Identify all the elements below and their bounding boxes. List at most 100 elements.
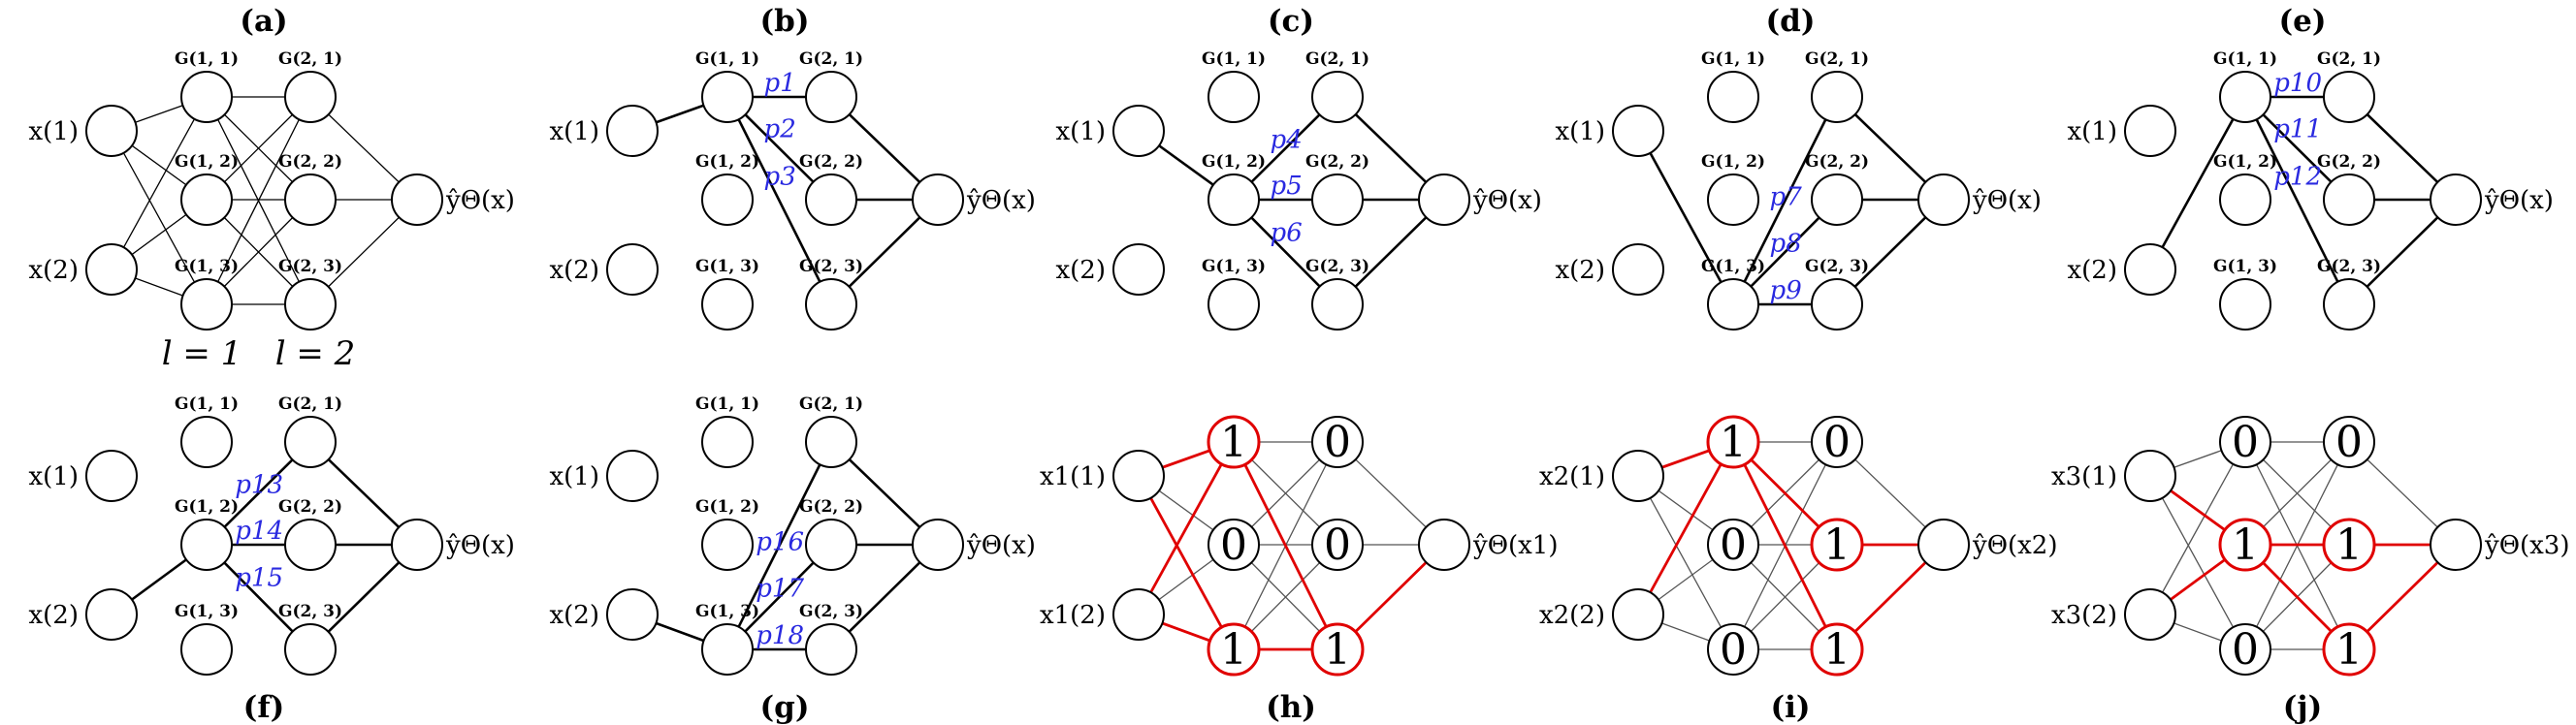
neuron-g-21 xyxy=(1311,71,1364,123)
neuron-g-22 xyxy=(805,519,857,571)
input-label-1: x(1) xyxy=(2068,117,2118,146)
output-label: ŷΘ(x) xyxy=(2484,186,2554,215)
neuron-g-12 xyxy=(2219,173,2271,226)
neuron-g-13 xyxy=(1207,622,1261,677)
neuron-g-23 xyxy=(2323,278,2375,331)
neuron-g-12-label: G(1, 2) xyxy=(175,497,239,517)
input-label-2: x(2) xyxy=(550,256,600,285)
path-label-p13: p13 xyxy=(235,470,283,499)
input-label-2: x(2) xyxy=(550,601,600,630)
input-label-1: x(1) xyxy=(29,462,80,491)
neuron-g-22-label: G(2, 2) xyxy=(1305,152,1369,172)
input-label-1: x(1) xyxy=(29,117,80,146)
neuron-g-13 xyxy=(180,623,233,676)
panel-b: x(1)x(2)ŷΘ(x)G(1, 1)G(1, 2)G(1, 3)G(2, 1… xyxy=(550,4,1036,331)
input-node-2 xyxy=(1612,588,1664,641)
path-label-p12: p12 xyxy=(2273,162,2322,191)
neuron-g-23 xyxy=(2322,622,2376,677)
neuron-g-21-label: G(2, 1) xyxy=(1305,49,1369,69)
input-label-1: x2(1) xyxy=(1539,462,1605,491)
neuron-g-13-label: G(1, 3) xyxy=(175,257,239,276)
neuron-g-11 xyxy=(180,416,233,468)
neuron-g-11 xyxy=(1707,71,1759,123)
neuron-g-13 xyxy=(1707,623,1759,676)
neuron-g-21-label: G(2, 1) xyxy=(278,394,342,414)
neuron-g-13 xyxy=(2219,623,2271,676)
neuron-g-22 xyxy=(1311,173,1364,226)
input-node-1 xyxy=(1112,450,1165,502)
neuron-g-23-label: G(2, 3) xyxy=(278,602,342,621)
neuron-g-12-label: G(1, 2) xyxy=(175,152,239,172)
edge xyxy=(111,130,208,305)
path-label-p10: p10 xyxy=(2273,69,2322,98)
neuron-g-23-activation: 1 xyxy=(1823,625,1851,675)
path-edge xyxy=(2148,96,2247,270)
output-node xyxy=(391,519,443,571)
input-node-1 xyxy=(2124,105,2176,157)
neuron-g-21-label: G(2, 1) xyxy=(278,49,342,69)
panel-label-h: (h) xyxy=(1266,690,1316,725)
neuron-g-23-activation: 1 xyxy=(2335,625,2363,675)
panel-c: x(1)x(2)ŷΘ(x)G(1, 1)G(1, 2)G(1, 3)G(2, 1… xyxy=(1056,4,1542,331)
neuron-g-22-label: G(2, 2) xyxy=(799,497,863,517)
neuron-g-13 xyxy=(2219,278,2271,331)
input-label-2: x2(2) xyxy=(1539,601,1605,630)
input-node-2 xyxy=(85,243,138,296)
input-node-1 xyxy=(1612,450,1664,502)
neuron-g-21 xyxy=(284,71,337,123)
neuron-g-23 xyxy=(1810,622,1864,677)
neuron-g-21 xyxy=(1811,416,1863,468)
neuron-g-12-activation: 0 xyxy=(1720,520,1747,570)
input-node-1 xyxy=(2124,450,2176,502)
neuron-g-23 xyxy=(805,278,857,331)
neuron-g-11-label: G(1, 1) xyxy=(695,49,759,69)
input-node-2 xyxy=(1612,243,1664,296)
neuron-g-12-label: G(1, 2) xyxy=(2213,152,2277,172)
neuron-g-11-label: G(1, 1) xyxy=(175,49,239,69)
path-edge xyxy=(725,96,833,305)
neuron-g-23 xyxy=(284,278,337,331)
neuron-g-21-activation: 0 xyxy=(2335,418,2363,467)
panel-label-c: (c) xyxy=(1268,4,1314,39)
neuron-g-21 xyxy=(2323,416,2375,468)
output-label: ŷΘ(x2) xyxy=(1972,531,2058,560)
input-node-2 xyxy=(2124,243,2176,296)
neuron-g-22 xyxy=(1311,519,1364,571)
output-label: ŷΘ(x3) xyxy=(2484,531,2570,560)
neuron-g-11 xyxy=(180,71,233,123)
neuron-g-23 xyxy=(1811,278,1863,331)
panel-label-g: (g) xyxy=(759,690,809,725)
neuron-g-21 xyxy=(2323,71,2375,123)
neuron-g-22-label: G(2, 2) xyxy=(278,497,342,517)
path-label-p2: p2 xyxy=(764,115,796,144)
input-label-1: x(1) xyxy=(550,462,600,491)
neuron-g-11 xyxy=(701,416,754,468)
input-label-1: x1(1) xyxy=(1040,462,1106,491)
path-label-p18: p18 xyxy=(756,621,804,650)
neuron-g-22-label: G(2, 2) xyxy=(2317,152,2381,172)
neuron-g-23 xyxy=(1311,278,1364,331)
output-node xyxy=(912,173,964,226)
active-edge xyxy=(1232,441,1339,650)
input-label-1: x3(1) xyxy=(2051,462,2117,491)
neuron-g-23 xyxy=(1310,622,1365,677)
input-label-2: x(2) xyxy=(29,601,80,630)
neuron-g-23-label: G(2, 3) xyxy=(1305,257,1369,276)
neuron-g-22-label: G(2, 2) xyxy=(278,152,342,172)
path-edge xyxy=(1636,130,1735,305)
input-label-2: x(2) xyxy=(1056,256,1107,285)
neuron-g-11-label: G(1, 1) xyxy=(1202,49,1266,69)
neuron-g-13-activation: 0 xyxy=(2232,625,2259,675)
input-node-2 xyxy=(606,588,659,641)
output-label: ŷΘ(x) xyxy=(966,531,1036,560)
neuron-g-12 xyxy=(1707,173,1759,226)
input-node-2 xyxy=(1112,588,1165,641)
output-label: ŷΘ(x) xyxy=(445,531,515,560)
neuron-g-22-activation: 1 xyxy=(2335,520,2363,570)
neuron-g-12 xyxy=(1208,173,1260,226)
neuron-g-12 xyxy=(180,519,233,571)
neuron-g-13 xyxy=(701,623,754,676)
output-node xyxy=(1418,173,1470,226)
neuron-g-12-activation: 1 xyxy=(2232,520,2259,570)
